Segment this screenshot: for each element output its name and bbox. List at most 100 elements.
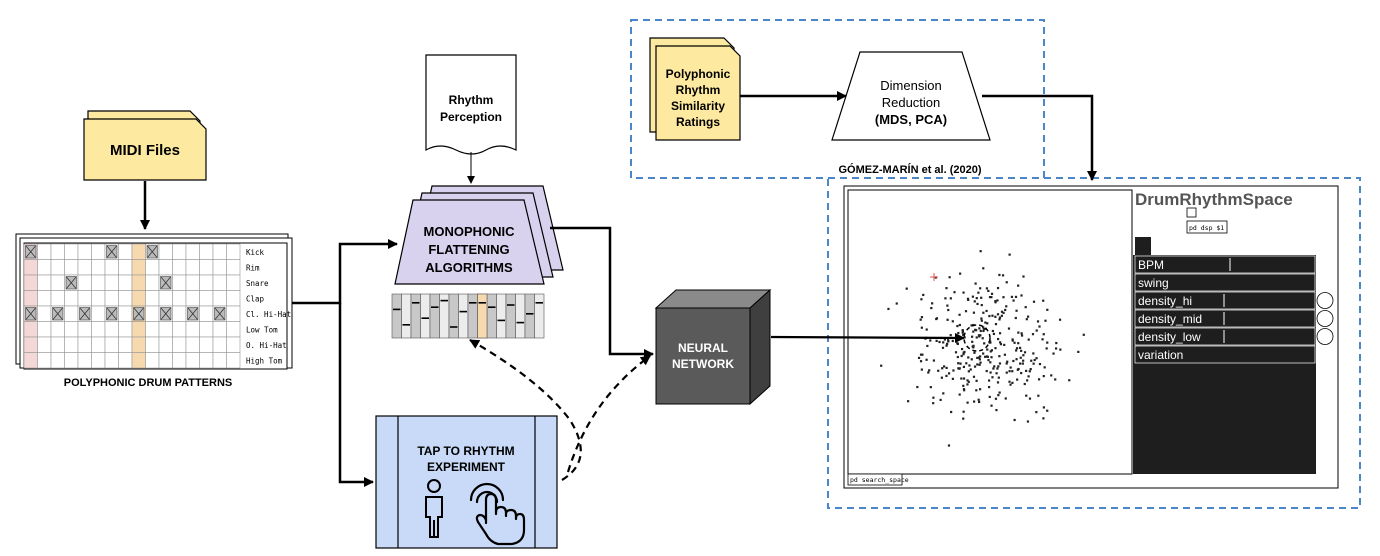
drum-cell[interactable] xyxy=(23,336,38,353)
drum-cell[interactable] xyxy=(118,305,133,322)
drum-cell[interactable] xyxy=(104,352,119,369)
drum-cell[interactable] xyxy=(199,243,214,260)
drum-cell[interactable] xyxy=(50,290,65,307)
drum-cell[interactable] xyxy=(131,321,146,338)
drum-cell[interactable] xyxy=(91,321,106,338)
search-space-plot[interactable] xyxy=(847,189,1133,475)
drum-cell[interactable] xyxy=(118,259,133,276)
drum-cell[interactable] xyxy=(131,259,146,276)
drum-cell[interactable] xyxy=(50,352,65,369)
param-bang-button[interactable] xyxy=(1316,310,1334,327)
drum-cell[interactable] xyxy=(199,259,214,276)
drum-cell[interactable] xyxy=(104,321,119,338)
drum-cell[interactable] xyxy=(185,352,200,369)
drum-cell[interactable] xyxy=(226,290,241,307)
drum-cell[interactable] xyxy=(37,290,52,307)
drum-cell[interactable] xyxy=(23,321,38,338)
drum-cell[interactable] xyxy=(77,352,92,369)
drum-cell[interactable] xyxy=(212,321,227,338)
drum-cell[interactable] xyxy=(199,321,214,338)
drum-cell[interactable] xyxy=(199,290,214,307)
drum-cell[interactable] xyxy=(212,336,227,353)
param-row[interactable] xyxy=(1134,309,1316,328)
drum-cell[interactable] xyxy=(37,274,52,291)
drum-cell[interactable] xyxy=(64,290,79,307)
drum-cell[interactable] xyxy=(131,290,146,307)
drum-cell[interactable] xyxy=(37,305,52,322)
drum-cell[interactable] xyxy=(91,243,106,260)
param-row[interactable] xyxy=(1134,255,1316,274)
drum-cell[interactable] xyxy=(212,352,227,369)
param-row[interactable] xyxy=(1134,345,1316,364)
param-row[interactable] xyxy=(1134,327,1316,346)
drum-cell[interactable] xyxy=(158,352,173,369)
drum-cell[interactable] xyxy=(91,336,106,353)
param-row[interactable] xyxy=(1134,291,1316,310)
drum-cell[interactable] xyxy=(212,243,227,260)
drum-cell[interactable] xyxy=(23,259,38,276)
drum-cell[interactable] xyxy=(91,290,106,307)
drum-cell[interactable] xyxy=(212,274,227,291)
drum-cell[interactable] xyxy=(145,259,160,276)
drum-cell[interactable] xyxy=(226,336,241,353)
drum-cell[interactable] xyxy=(131,274,146,291)
drum-cell[interactable] xyxy=(199,305,214,322)
drum-cell[interactable] xyxy=(77,321,92,338)
drum-cell[interactable] xyxy=(37,321,52,338)
drum-cell[interactable] xyxy=(226,259,241,276)
drum-cell[interactable] xyxy=(91,352,106,369)
drum-cell[interactable] xyxy=(37,259,52,276)
drum-cell[interactable] xyxy=(118,243,133,260)
drum-cell[interactable] xyxy=(145,305,160,322)
drum-cell[interactable] xyxy=(50,336,65,353)
drum-cell[interactable] xyxy=(158,336,173,353)
drum-cell[interactable] xyxy=(185,290,200,307)
drum-cell[interactable] xyxy=(172,352,187,369)
drum-cell[interactable] xyxy=(118,352,133,369)
drum-cell[interactable] xyxy=(118,290,133,307)
drum-cell[interactable] xyxy=(158,321,173,338)
drum-cell[interactable] xyxy=(158,243,173,260)
drum-cell[interactable] xyxy=(226,305,241,322)
drum-cell[interactable] xyxy=(199,336,214,353)
drum-cell[interactable] xyxy=(131,243,146,260)
drum-cell[interactable] xyxy=(226,243,241,260)
drum-cell[interactable] xyxy=(226,274,241,291)
drum-cell[interactable] xyxy=(185,274,200,291)
drum-cell[interactable] xyxy=(172,243,187,260)
drum-cell[interactable] xyxy=(77,259,92,276)
drum-cell[interactable] xyxy=(172,305,187,322)
drum-cell[interactable] xyxy=(131,336,146,353)
drum-cell[interactable] xyxy=(199,352,214,369)
drum-cell[interactable] xyxy=(37,336,52,353)
drum-cell[interactable] xyxy=(77,243,92,260)
drum-cell[interactable] xyxy=(91,274,106,291)
drum-cell[interactable] xyxy=(185,243,200,260)
drum-cell[interactable] xyxy=(64,243,79,260)
param-row[interactable] xyxy=(1134,273,1316,292)
drum-cell[interactable] xyxy=(23,290,38,307)
drum-cell[interactable] xyxy=(77,336,92,353)
drum-cell[interactable] xyxy=(77,290,92,307)
drum-cell[interactable] xyxy=(118,274,133,291)
drum-cell[interactable] xyxy=(158,290,173,307)
drum-cell[interactable] xyxy=(64,259,79,276)
drum-cell[interactable] xyxy=(64,352,79,369)
drum-cell[interactable] xyxy=(50,259,65,276)
drum-cell[interactable] xyxy=(185,336,200,353)
drum-cell[interactable] xyxy=(37,352,52,369)
drum-cell[interactable] xyxy=(64,305,79,322)
drum-cell[interactable] xyxy=(104,336,119,353)
drum-cell[interactable] xyxy=(172,290,187,307)
drum-cell[interactable] xyxy=(104,259,119,276)
drum-cell[interactable] xyxy=(145,352,160,369)
drum-cell[interactable] xyxy=(64,336,79,353)
param-bang-button[interactable] xyxy=(1316,292,1334,309)
drum-cell[interactable] xyxy=(185,321,200,338)
drum-cell[interactable] xyxy=(77,274,92,291)
drum-cell[interactable] xyxy=(158,259,173,276)
drum-cell[interactable] xyxy=(104,290,119,307)
drum-cell[interactable] xyxy=(104,274,119,291)
drum-cell[interactable] xyxy=(145,321,160,338)
drum-cell[interactable] xyxy=(23,352,38,369)
